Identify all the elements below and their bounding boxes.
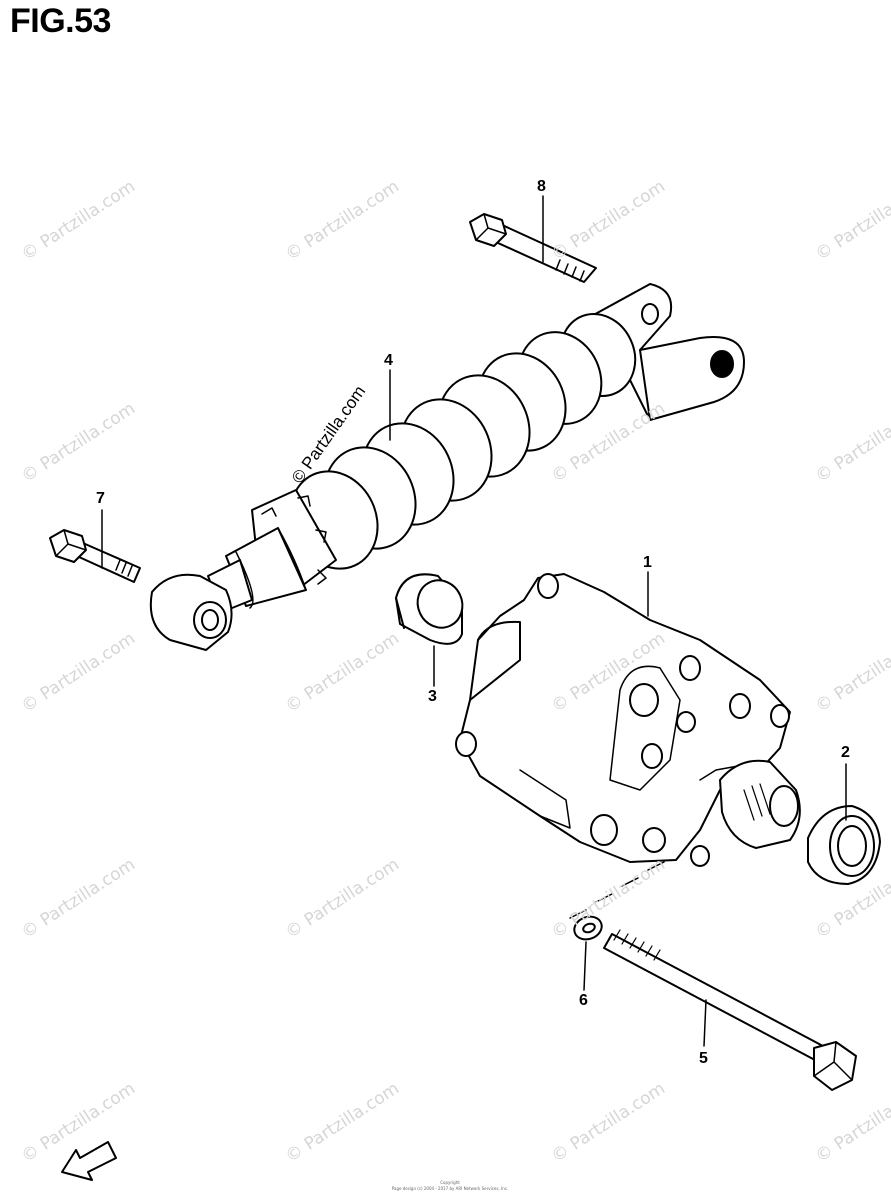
part-8-bolt[interactable]: [469, 213, 597, 283]
fwd-direction-arrow: [61, 1141, 117, 1181]
shock-spring-coils: [289, 313, 637, 570]
callout-3: 3: [428, 688, 437, 705]
callout-8: 8: [537, 178, 546, 195]
callout-1: 1: [643, 554, 652, 571]
figure-title: FIG.53: [10, 2, 111, 40]
callout-5: 5: [699, 1050, 708, 1067]
callout-4: 4: [384, 352, 393, 369]
part-6-washer[interactable]: [571, 913, 605, 943]
part-7-bolt[interactable]: [49, 529, 141, 583]
callout-6: 6: [579, 992, 588, 1009]
part-1-final-gear-case[interactable]: [455, 573, 801, 867]
part-3-bushing[interactable]: [395, 573, 470, 645]
callout-2: 2: [841, 744, 850, 761]
part-2-oil-seal[interactable]: [807, 805, 881, 885]
callout-7: 7: [96, 490, 105, 507]
leader-lines: [101, 195, 847, 1047]
footer-copyright: Copyright: [440, 1180, 460, 1185]
part-4-shock-absorber[interactable]: [149, 283, 745, 651]
footer-page-design: Page design (c) 2004 - 2017 by ARI Netwo…: [391, 1186, 509, 1191]
part-5-long-bolt[interactable]: [603, 929, 857, 1091]
